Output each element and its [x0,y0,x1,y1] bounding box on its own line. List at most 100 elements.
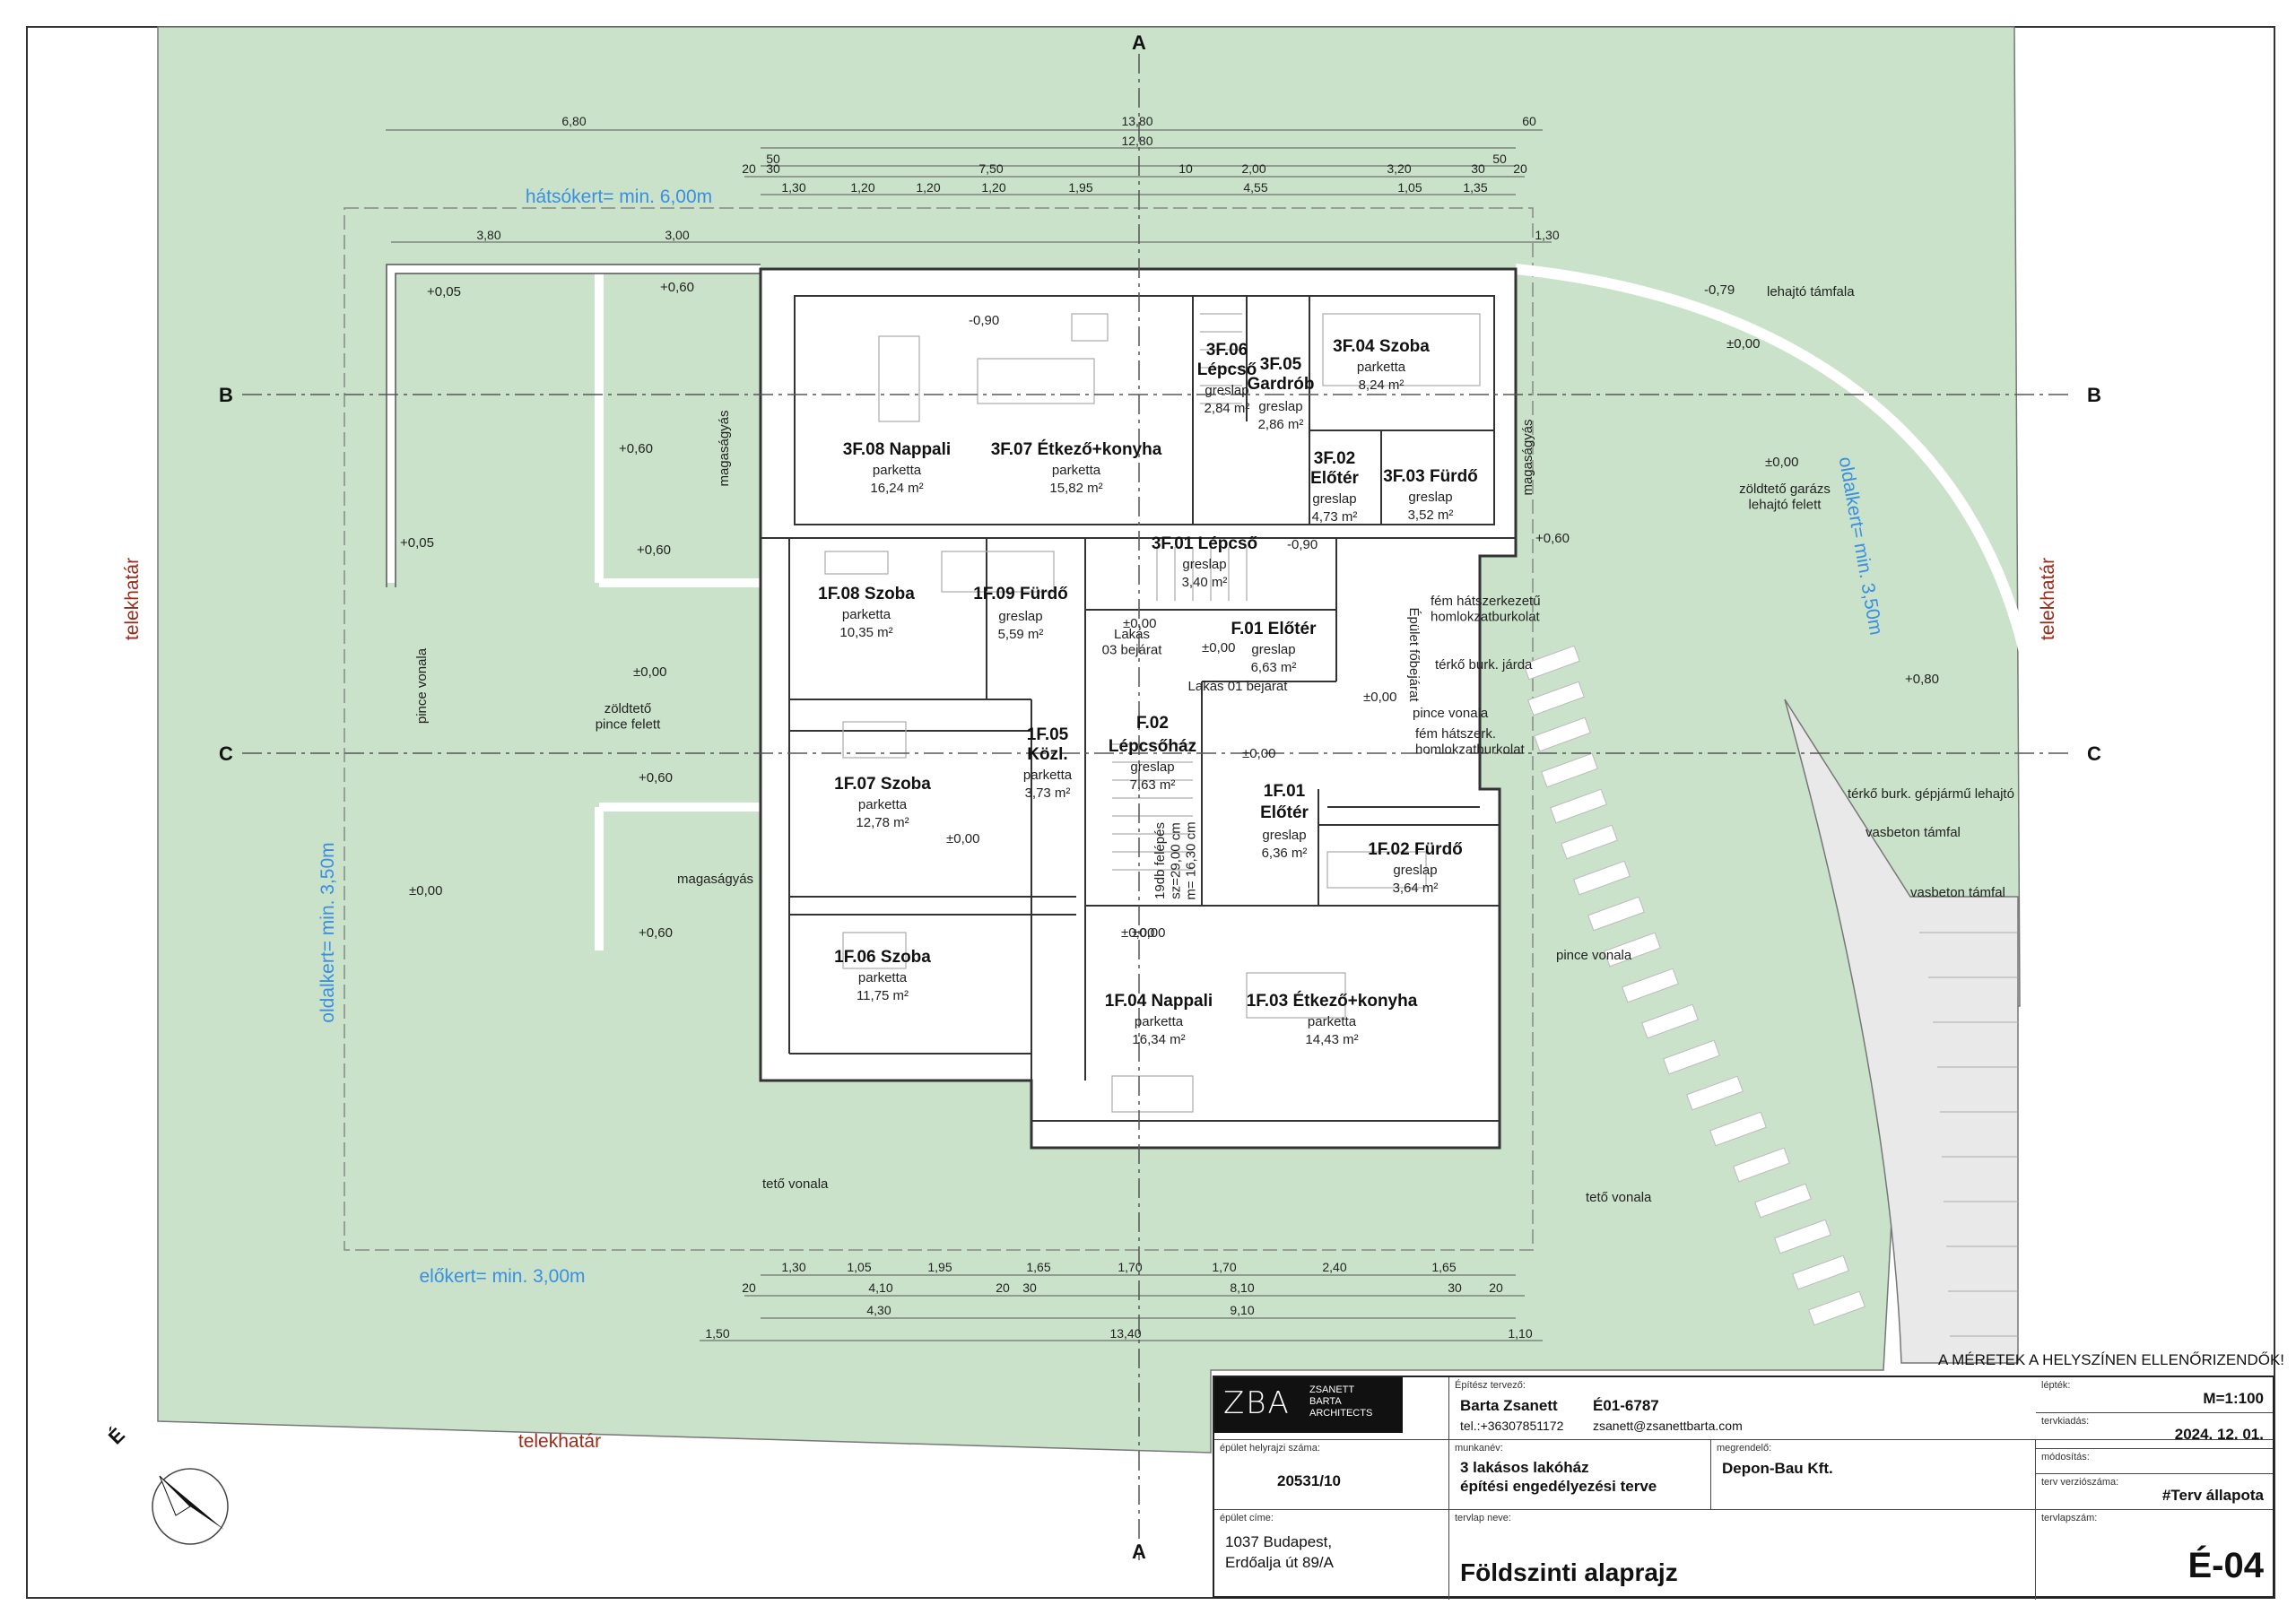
bdim-1-65-b: 1,65 [1431,1260,1456,1274]
version: #Terv állapota [2161,1487,2264,1504]
label-terko-lehajto: térkő burk. gépjármű lehajtó [1848,786,2014,802]
dim-1-30-r: 1,30 [1535,228,1559,242]
caption: lépték: [2041,1380,2071,1391]
room-1f07: 1F.07 Szoba parketta 12,78 m² [834,775,931,830]
level-marker: +0,05 [400,535,434,551]
room-area: 2,86 m² [1258,417,1304,432]
bdim-2-40: 2,40 [1322,1260,1346,1274]
room-name: Gardrób [1248,375,1315,394]
level-marker: ±0,00 [1726,336,1760,352]
bdim-8-10: 8,10 [1230,1280,1254,1295]
section-a-bottom: A [1132,1541,1146,1563]
caption: megrendelő: [1717,1443,1772,1454]
room-name: Előtér [1310,469,1359,488]
label-fem-hatszerk-2: fém hátszerk.homlokzatburkolat [1415,726,1526,757]
dim-3-00: 3,00 [665,228,689,242]
room-area: 3,40 m² [1182,575,1228,590]
room-1f01: 1F.01 Előtér greslap 6,36 m² [1260,782,1309,861]
room-area: 4,73 m² [1312,509,1358,525]
bdim-1-70-a: 1,70 [1118,1260,1142,1274]
room-floor: parketta [1052,463,1101,478]
room-name: Lépcső [1197,360,1257,379]
label-oldalkert-left: oldalkert= min. 3,50m [317,842,338,1022]
dim-6-80: 6,80 [561,114,586,128]
label-magasagyas-2: magaságyás [677,872,753,887]
room-area: 7,63 m² [1130,777,1176,793]
caption: tervkiadás: [2041,1416,2090,1427]
dim-3-80: 3,80 [476,228,500,242]
bdim-4-10: 4,10 [868,1280,892,1295]
bdim-20-b: 20 [996,1280,1010,1295]
room-3f08: 3F.08 Nappali parketta 16,24 m² [843,440,951,496]
room-floor: greslap [1408,490,1452,505]
room-floor: greslap [1205,383,1248,398]
dim-1-20-a: 1,20 [850,180,874,195]
bdim-1-70-b: 1,70 [1212,1260,1236,1274]
sheet-name: Földszinti alaprajz [1460,1558,1678,1586]
label-vasbeton-1: vasbeton támfal [1866,825,1961,840]
section-b-right: B [2087,384,2101,406]
level-marker: ±0,00 [1132,925,1165,941]
room-1f05: 1F.05 Közl. parketta 3,73 m² [1023,725,1073,801]
dim-1-05: 1,05 [1397,180,1422,195]
architect-tel: tel.:+36307851172 [1460,1419,1564,1433]
caption: munkanév: [1455,1443,1503,1454]
parcel-cell: épület helyrajzi száma: 20531/10 [1214,1440,1449,1510]
room-floor: parketta [873,463,922,478]
label-telekhatar-bottom: telekhatár [518,1431,601,1452]
room-area: 16,34 m² [1132,1032,1185,1047]
scale-cell: lépték: M=1:100 [2036,1377,2273,1413]
label-magasagyas-3: magaságyás [1520,419,1535,495]
version-cell: terv verziószáma: #Terv állapota [2036,1474,2273,1510]
room-1f04: 1F.04 Nappali parketta 16,34 m² [1105,992,1213,1047]
section-a-top: A [1132,31,1146,54]
room-name: 3F.03 Fürdő [1383,467,1478,486]
room-1f03: 1F.03 Étkező+konyha parketta 14,43 m² [1247,991,1418,1047]
room-area: 16,24 m² [870,481,923,496]
project-name: 3 lakásos lakóház építési engedélyezési … [1460,1459,1657,1495]
room-3f07: 3F.07 Étkező+konyha parketta 15,82 m² [991,439,1162,496]
room-name: 1F.04 Nappali [1105,992,1213,1011]
label-pince-vonala-left: pince vonala [414,647,430,724]
section-c-right: C [2087,742,2101,765]
level-marker: ±0,00 [633,664,666,680]
room-floor: parketta [1357,360,1406,375]
level-marker: +0,60 [639,925,673,941]
level-marker: +0,80 [1905,672,1939,687]
dim-7-50: 7,50 [978,161,1003,176]
caption: Építész tervező: [1455,1380,1526,1391]
sheet-number-cell: tervlapszám: É-04 [2036,1510,2273,1600]
room-3f04: 3F.04 Szoba parketta 8,24 m² [1333,337,1430,393]
room-floor: greslap [1251,642,1295,657]
label-lepcso-info: 19db felépéssz=29,00 cmm= 16,30 cm [1152,821,1199,899]
caption: tervlap neve: [1455,1513,1511,1523]
level-marker: ±0,00 [1765,455,1798,470]
project-cell: munkanév: 3 lakásos lakóház építési enge… [1449,1440,1711,1510]
label-telekhatar-left: telekhatár [122,558,143,640]
logo-cell: ZBA ZSANETT BARTA ARCHITECTS [1214,1377,1449,1440]
caption: módosítás: [2041,1452,2090,1462]
room-name: 3F.07 Étkező+konyha [991,439,1162,459]
level-marker: +0,05 [427,284,461,299]
room-floor: parketta [858,797,908,812]
dim-1-95: 1,95 [1068,180,1092,195]
room-name: Előtér [1260,803,1309,822]
dim-2-00: 2,00 [1241,161,1265,176]
dim-1-20-b: 1,20 [916,180,940,195]
scale: M=1:100 [2203,1390,2264,1407]
architect-cell: Építész tervező: Barta Zsanett É01-6787 … [1449,1377,2273,1440]
level-marker: ±0,00 [409,883,442,898]
caption: tervlapszám: [2041,1513,2098,1523]
label-pince-vonala-right: pince vonala [1556,948,1632,963]
room-area: 10,35 m² [839,625,892,640]
label-lakas-01: Lakás 01 bejárat [1188,679,1289,694]
bdim-1-95: 1,95 [927,1260,952,1274]
room-name: F.02 [1136,714,1169,733]
room-name: Lépcsőház [1109,737,1196,756]
room-floor: parketta [858,970,908,985]
label-pince-vonala-mid: pince vonala [1413,706,1489,721]
address-cell: épület címe: 1037 Budapest, Erdőalja út … [1214,1510,1449,1600]
room-name: 1F.01 [1264,782,1306,801]
